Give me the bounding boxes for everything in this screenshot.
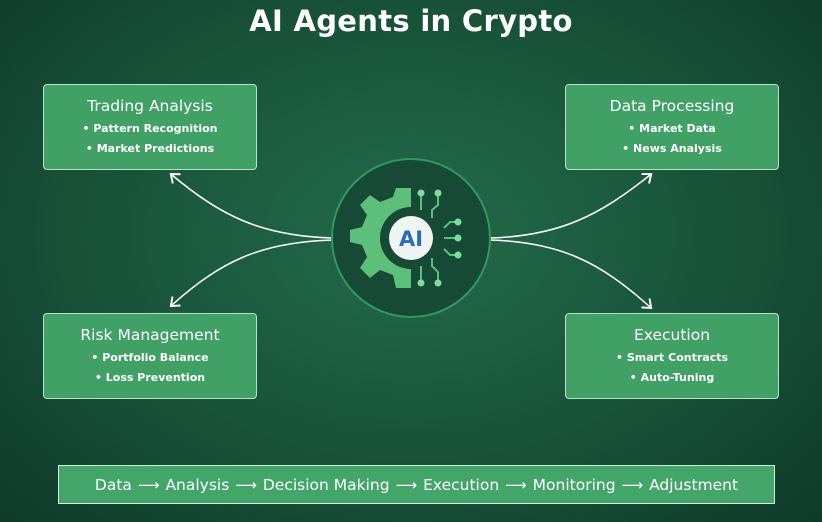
list-item: Pattern Recognition [44,119,256,139]
card-title: Risk Management [80,326,220,344]
ai-label: AI [399,227,423,251]
card-title: Execution [633,326,711,344]
flow-arrow-icon: ⟶ [621,475,644,494]
page-title: AI Agents in Crypto [249,4,573,38]
flow-arrow-icon: ⟶ [235,475,257,494]
list-item: Smart Contracts [566,348,778,368]
risk-management-card: Risk Management Portfolio BalanceLoss Pr… [43,313,257,399]
list-item: News Analysis [566,139,778,159]
flow-arrow-icon: ⟶ [137,475,160,494]
list-item: Market Predictions [44,139,256,159]
flow-arrow-icon: ⟶ [505,475,527,494]
arrow-to-risk [169,239,334,308]
list-item: Portfolio Balance [44,348,256,368]
flow-arrow-icon: ⟶ [395,475,418,494]
flow-step: Monitoring [532,475,616,494]
list-item: Auto-Tuning [566,368,778,388]
gear-circuit-icon [331,158,491,318]
flow-step: Analysis [165,475,230,494]
arrow-to-execution [489,239,653,310]
list-item: Loss Prevention [44,368,256,388]
arrow-to-data [489,173,653,239]
flow-step: Decision Making [262,475,390,494]
card-title: Trading Analysis [87,97,213,115]
flow-step: Data [94,475,132,494]
data-processing-card: Data Processing Market DataNews Analysis [565,84,779,170]
trading-analysis-card: Trading Analysis Pattern RecognitionMark… [43,84,257,170]
list-item: Market Data [566,119,778,139]
card-title: Data Processing [609,97,735,115]
execution-card: Execution Smart ContractsAuto-Tuning [565,313,779,399]
workflow-bar: Data ⟶ Analysis ⟶ Decision Making ⟶ Executi… [58,465,775,504]
flow-step: Adjustment [649,475,739,494]
arrow-to-trading [169,173,334,239]
flow-step: Execution [423,475,500,494]
